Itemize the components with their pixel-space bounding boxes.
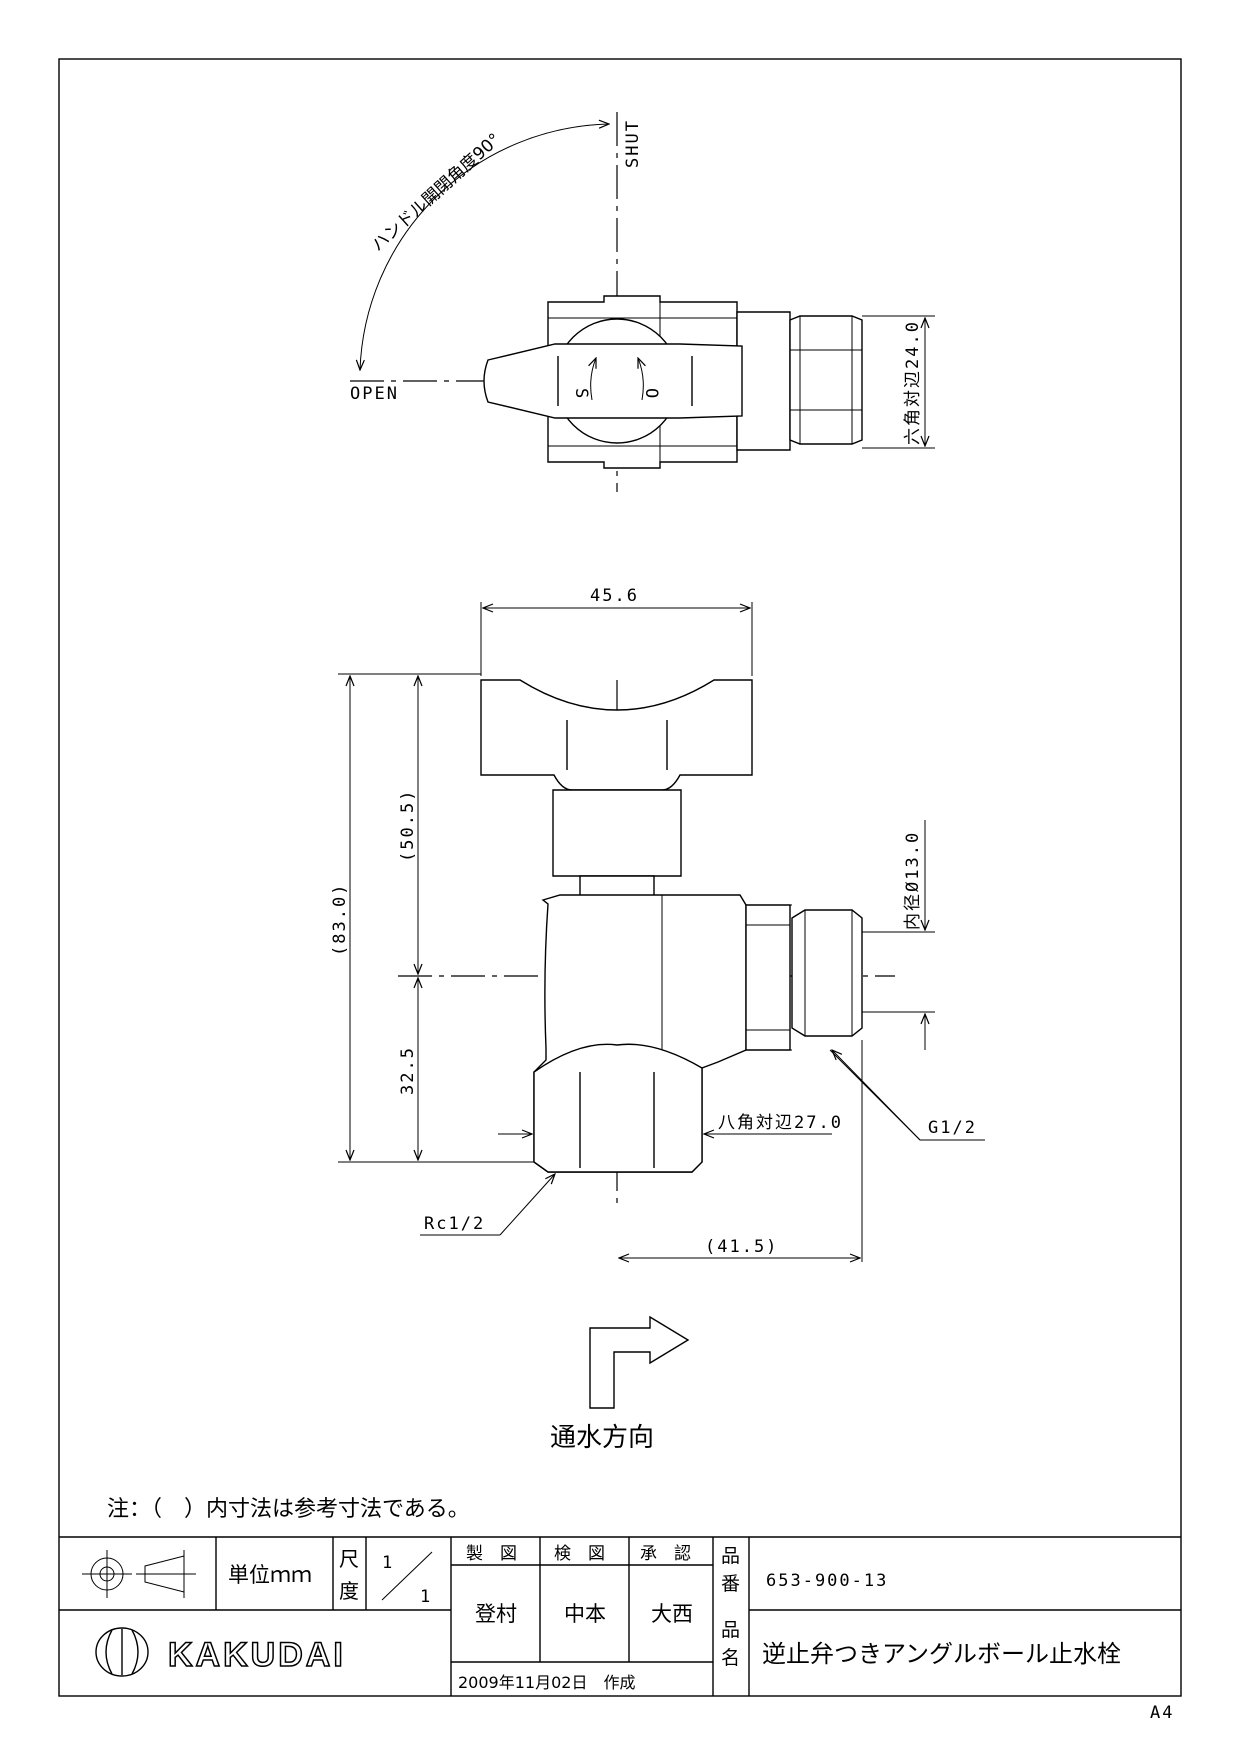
drawn-by: 登村: [475, 1602, 517, 1626]
scale-numerator: 1: [382, 1553, 394, 1573]
part-no-label-2: 番: [721, 1573, 740, 1595]
name-label-1: 品: [721, 1619, 740, 1641]
flow-arrow-icon: [589, 1315, 690, 1409]
sheet-size: A4: [1150, 1703, 1174, 1723]
flow-label: 通水方向: [550, 1423, 654, 1453]
stem-front: [552, 789, 682, 877]
dim-upper: (50.5): [398, 789, 418, 862]
octagon-nut-front: [533, 1043, 703, 1173]
unit-label: 単位ｍｍ: [228, 1563, 312, 1587]
brand-name: KAKUDAI: [168, 1636, 346, 1674]
open-label: OPEN: [350, 384, 399, 404]
checked-label: 検 図: [554, 1544, 605, 1564]
approved-by: 大西: [651, 1602, 693, 1626]
dim-total: (83.0): [330, 883, 350, 956]
outlet-fitting-top: [789, 315, 863, 445]
approved-label: 承 認: [640, 1544, 691, 1564]
front-view: 45.6 (83.0) (50.5) 32: [330, 586, 985, 1262]
scale-label-2: 度: [339, 1579, 359, 1603]
dim-inner-dia: 内径Ø13.0: [903, 831, 923, 930]
flow-direction: 通水方向: [550, 1315, 690, 1453]
outlet-fitting-front: [791, 909, 863, 1037]
note: 注：（ ）内寸法は参考寸法である。: [107, 1497, 470, 1522]
top-view: SHUT OPEN ハンドル開閉角度90° S O 六角対辺24.0: [350, 112, 935, 492]
part-no-label-1: 品: [721, 1545, 740, 1567]
title-block: 単位ｍｍ 尺 度 1 1 製 図 検 図 承 認 登村 中本 大西 品 番 65…: [59, 1536, 1181, 1696]
projection-symbol-icon: [82, 1550, 196, 1598]
mark-o: O: [641, 388, 661, 400]
drawing-frame: [58, 58, 1182, 1697]
scale-denominator: 1: [420, 1587, 432, 1607]
dim-width: 45.6: [590, 586, 639, 606]
drawn-label: 製 図: [466, 1544, 517, 1564]
product-name: 逆止弁つきアングルボール止水栓: [762, 1640, 1121, 1668]
scale-label-1: 尺: [339, 1547, 359, 1571]
outlet-nut-top: [736, 311, 791, 451]
shut-label: SHUT: [623, 119, 643, 168]
dim-octagon: 八角対辺27.0: [718, 1113, 843, 1133]
handle-swing-arc: [360, 124, 609, 370]
handle-front: [480, 679, 753, 791]
hex-dimension: 六角対辺24.0: [903, 320, 923, 445]
dim-lower: 32.5: [398, 1046, 418, 1095]
handle-angle-label: ハンドル開閉角度90°: [368, 130, 505, 256]
name-label-2: 名: [721, 1647, 740, 1669]
kakudai-logo-icon: [95, 1627, 149, 1677]
checked-by: 中本: [564, 1602, 606, 1626]
thread-inlet: Rc1/2: [424, 1214, 485, 1234]
mark-s: S: [571, 388, 591, 400]
created-date: 2009年11月02日 作成: [458, 1673, 635, 1692]
handle-lever-top: [483, 343, 743, 419]
dim-offset: (41.5): [705, 1237, 778, 1257]
thread-outlet: G1/2: [928, 1118, 977, 1138]
part-number: 653-900-13: [766, 1571, 888, 1591]
